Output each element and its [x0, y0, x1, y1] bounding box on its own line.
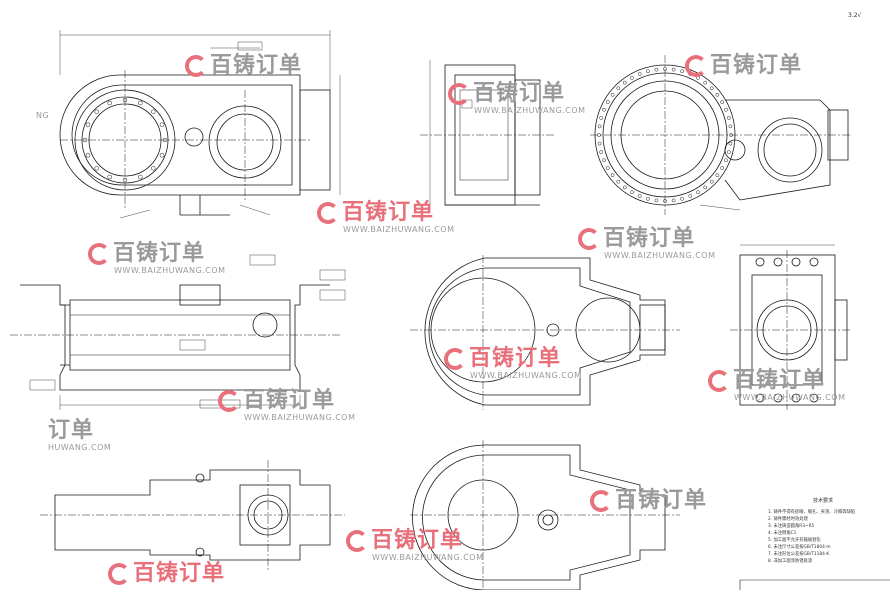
bolt-hole	[622, 80, 627, 85]
bolt-hole	[122, 177, 128, 183]
technical-notes: 技术要求 1. 铸件不得有砂眼、缩孔、夹渣、冷隔等缺陷 2. 铸件需经时效处理 …	[768, 498, 878, 565]
bolt-hole	[94, 109, 99, 114]
bolt-hole	[688, 194, 693, 198]
bolt-hole	[616, 86, 621, 91]
view-end-right	[730, 244, 850, 410]
bolt-hole	[599, 116, 604, 120]
view-bottom-elevation	[40, 460, 345, 570]
bolt-hole	[610, 173, 615, 178]
note-item: 2. 铸件需经时效处理	[768, 517, 808, 522]
bolt-hole	[597, 124, 602, 129]
bolt-hole	[755, 257, 765, 267]
view-section-bb	[410, 255, 680, 410]
bolt-hole	[605, 166, 610, 170]
bolt-hole	[724, 158, 728, 163]
bolt-hole	[162, 137, 168, 143]
bolt-hole	[616, 179, 621, 184]
note-item: 8. 非加工面涂防锈底漆	[768, 559, 813, 564]
bolt-hole	[151, 109, 156, 114]
bolt-hole	[602, 158, 606, 163]
bolt-hole	[663, 67, 667, 71]
view-top-side	[420, 60, 555, 206]
bolt-hole	[720, 100, 725, 104]
view-middle-section	[10, 254, 346, 410]
bolt-hole	[703, 185, 708, 190]
bolt-hole	[715, 173, 720, 178]
bolt-hole	[696, 75, 700, 80]
bolt-hole	[715, 92, 720, 97]
bolt-hole	[646, 69, 650, 74]
bolt-ring-top-left	[82, 97, 168, 183]
bolt-hole	[107, 100, 112, 106]
bolt-hole	[654, 198, 659, 203]
bolt-hole	[726, 150, 731, 154]
note-item: 1. 铸件不得有砂眼、缩孔、夹渣、冷隔等缺陷	[768, 510, 856, 515]
bolt-hole	[630, 75, 634, 80]
surface-finish-mark: 3.2√	[848, 12, 862, 19]
bolt-hole	[82, 137, 88, 143]
bolt-hole	[597, 141, 602, 146]
view-top-plan	[59, 30, 341, 219]
view-top-right-plan	[590, 55, 850, 215]
bolt-hole	[637, 72, 642, 76]
bolt-hole	[599, 150, 604, 154]
bolt-hole	[680, 69, 684, 74]
bolt-hole	[151, 166, 156, 171]
bolt-hole	[122, 97, 128, 103]
title-block-edge	[739, 579, 890, 590]
bolt-hole	[85, 122, 91, 127]
bolt-hole	[654, 67, 659, 72]
bolt-hole	[755, 393, 765, 403]
bolt-ring-top-right	[597, 67, 733, 203]
bolt-hole	[791, 393, 801, 403]
bolt-hole	[728, 124, 733, 129]
bolt-hole	[809, 257, 819, 267]
note-item: 5. 加工面不允许有磕碰划伤	[768, 538, 821, 543]
bolt-hole	[94, 166, 99, 171]
bolt-hole	[729, 133, 733, 137]
bolt-hole	[809, 393, 819, 403]
note-item: 6. 未注尺寸公差按GB/T1804-m	[768, 545, 831, 550]
bolt-hole	[138, 100, 143, 106]
view-section-bottom	[410, 440, 680, 591]
bolt-hole	[724, 107, 728, 112]
bolt-hole	[159, 153, 165, 158]
bolt-hole	[107, 174, 112, 180]
bolt-hole	[709, 86, 714, 91]
notes-title: 技术要求	[812, 498, 833, 504]
bolt-hole	[703, 80, 708, 85]
bolt-hole	[671, 67, 676, 72]
bolt-hole	[85, 153, 91, 158]
bolt-hole	[791, 257, 801, 267]
bolt-hole	[773, 393, 783, 403]
bolt-hole	[680, 196, 684, 201]
bolt-hole	[637, 194, 642, 198]
bolt-hole	[671, 198, 676, 203]
bolt-hole	[605, 100, 610, 104]
bolt-hole	[726, 116, 731, 120]
note-item: 4. 未注倒角C1	[768, 531, 797, 536]
bolt-hole	[720, 166, 725, 170]
bolt-hole	[688, 72, 693, 76]
bolt-hole	[622, 185, 627, 190]
bolt-hole	[773, 257, 783, 267]
bolt-hole	[646, 196, 650, 201]
bolt-hole	[630, 190, 634, 195]
note-item: 3. 未注铸造圆角R3~R5	[768, 524, 815, 529]
bolt-hole	[696, 190, 700, 195]
note-item: 7. 未注形位公差按GB/T1184-K	[768, 552, 830, 557]
bolt-hole	[602, 107, 606, 112]
bolt-hole	[663, 199, 667, 203]
bolt-hole	[709, 179, 714, 184]
bolt-hole	[159, 122, 165, 127]
bolt-hole	[610, 92, 615, 97]
bolt-hole	[728, 141, 733, 146]
bolt-hole	[597, 133, 601, 137]
bolt-hole	[138, 174, 143, 180]
